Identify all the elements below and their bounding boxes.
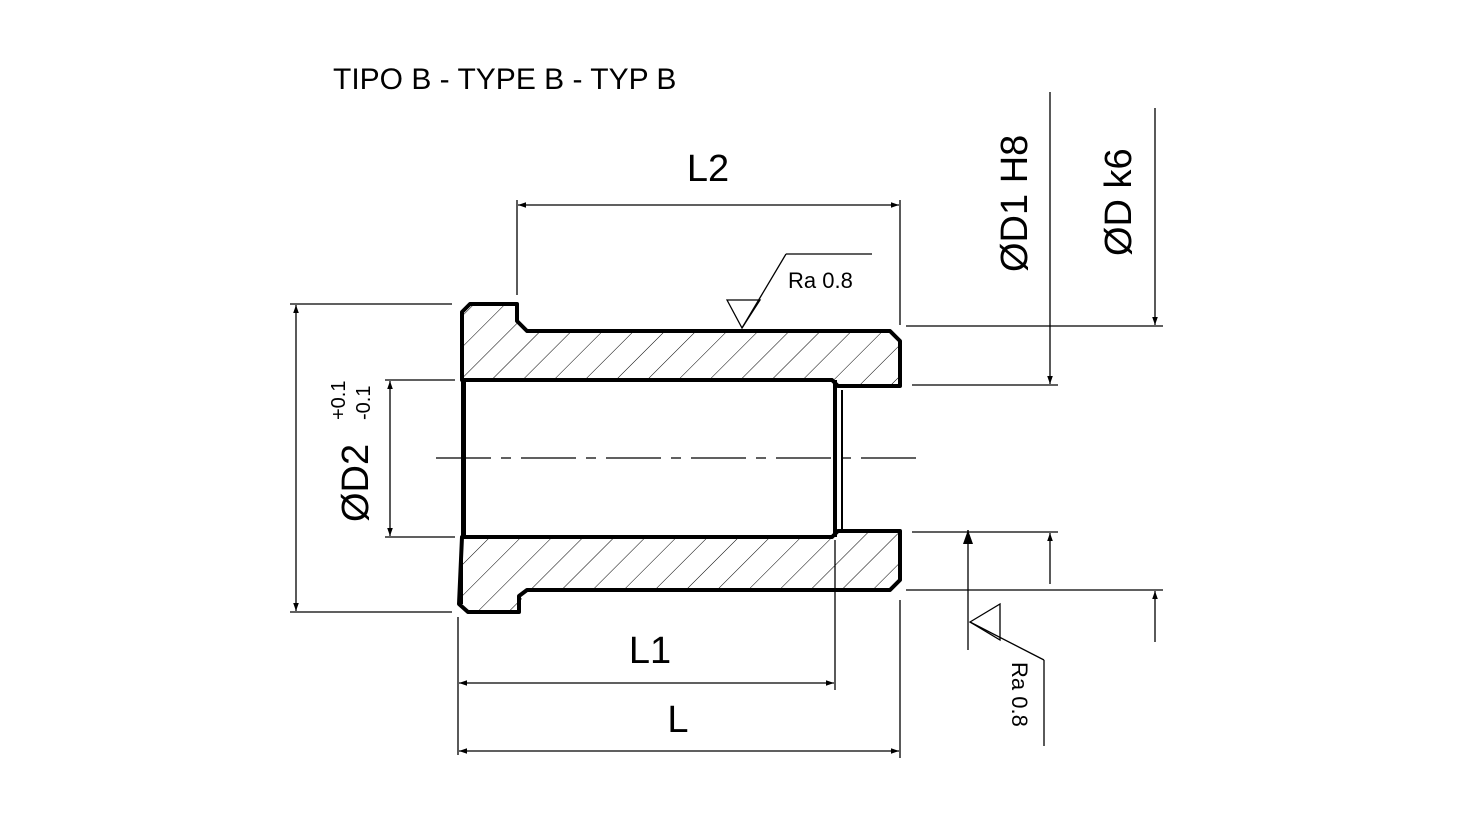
surface-finish-inner-label: Ra 0.8 (1007, 662, 1032, 727)
dimension-l2: L2 (516, 148, 901, 325)
dimension-d1-label: ØD1 H8 (994, 135, 1036, 272)
surface-finish-inner: Ra 0.8 (963, 530, 1045, 746)
section-hatching (462, 304, 900, 612)
dimension-d-label: ØD k6 (1098, 148, 1140, 256)
dimension-d1: ØD1 H8 (912, 92, 1058, 584)
dimension-l1: L1 (457, 540, 836, 755)
dimension-l: L (459, 600, 901, 758)
drawing-title: TIPO B - TYPE B - TYP B (333, 63, 676, 96)
dimension-d2-tol-upper: +0.1 (328, 381, 350, 420)
dimension-d2: ØD2 +0.1 -0.1 (328, 379, 455, 538)
dimension-d: ØD k6 (906, 108, 1163, 642)
dimension-l-label: L (667, 699, 688, 741)
dimension-d2-label: ØD2 (335, 444, 377, 522)
dimension-l1-label: L1 (629, 630, 671, 672)
dimension-l2-label: L2 (687, 148, 729, 190)
surface-finish-outer: Ra 0.8 (725, 253, 872, 330)
dimension-d2-tol-lower: -0.1 (353, 386, 375, 420)
surface-finish-outer-label: Ra 0.8 (788, 268, 853, 293)
dimension-outer-left (290, 303, 452, 613)
